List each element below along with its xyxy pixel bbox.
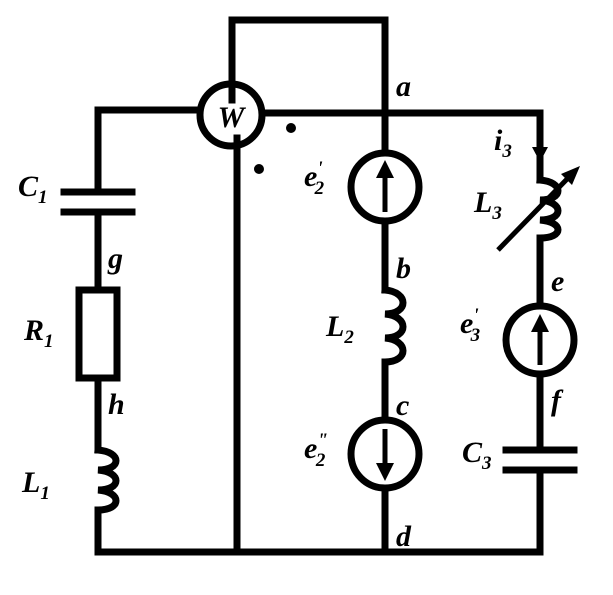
label-l1: L1 bbox=[21, 466, 50, 504]
source-e2-prime bbox=[347, 149, 423, 225]
wattmeter-symbol: W bbox=[218, 101, 247, 134]
label-e2-prime: e'2 bbox=[304, 158, 325, 199]
capacitor-c3 bbox=[502, 446, 578, 474]
label-e3-prime: e'3 bbox=[460, 305, 480, 346]
node-label-h: h bbox=[108, 388, 125, 421]
wattmeter-voltage-dot bbox=[254, 164, 264, 174]
component-labels: C1 R1 L1 L2 L3 C3 e'2 e"2 e'3 i3 bbox=[18, 124, 512, 504]
node-label-a: a bbox=[396, 70, 411, 103]
inductor-l2 bbox=[381, 286, 407, 366]
node-label-d: d bbox=[396, 520, 412, 553]
node-label-b: b bbox=[396, 252, 411, 285]
node-label-e: e bbox=[551, 265, 564, 298]
label-r1: R1 bbox=[23, 314, 54, 352]
resistor-r1 bbox=[75, 286, 121, 382]
label-c1: C1 bbox=[18, 170, 48, 208]
label-c3: C3 bbox=[462, 436, 492, 474]
wattmeter: W bbox=[196, 80, 296, 174]
source-e2-double-prime bbox=[347, 416, 423, 492]
inductor-l3-variable bbox=[496, 166, 580, 252]
node-labels: a b c d e f g h bbox=[107, 70, 564, 553]
wires bbox=[94, 16, 544, 556]
node-label-g: g bbox=[107, 242, 123, 275]
inductor-l1 bbox=[94, 446, 120, 514]
node-label-c: c bbox=[396, 389, 409, 422]
current-arrow-i3 bbox=[532, 147, 548, 162]
label-l2: L2 bbox=[325, 310, 354, 348]
capacitor-c1 bbox=[60, 188, 136, 216]
wattmeter-current-dot bbox=[286, 123, 296, 133]
source-e3-prime bbox=[502, 302, 578, 378]
node-label-f: f bbox=[551, 384, 564, 417]
wire-top-loop bbox=[228, 16, 389, 104]
label-i3: i3 bbox=[494, 124, 512, 162]
label-e2-double-prime: e"2 bbox=[304, 430, 328, 471]
label-l3: L3 bbox=[473, 186, 502, 224]
